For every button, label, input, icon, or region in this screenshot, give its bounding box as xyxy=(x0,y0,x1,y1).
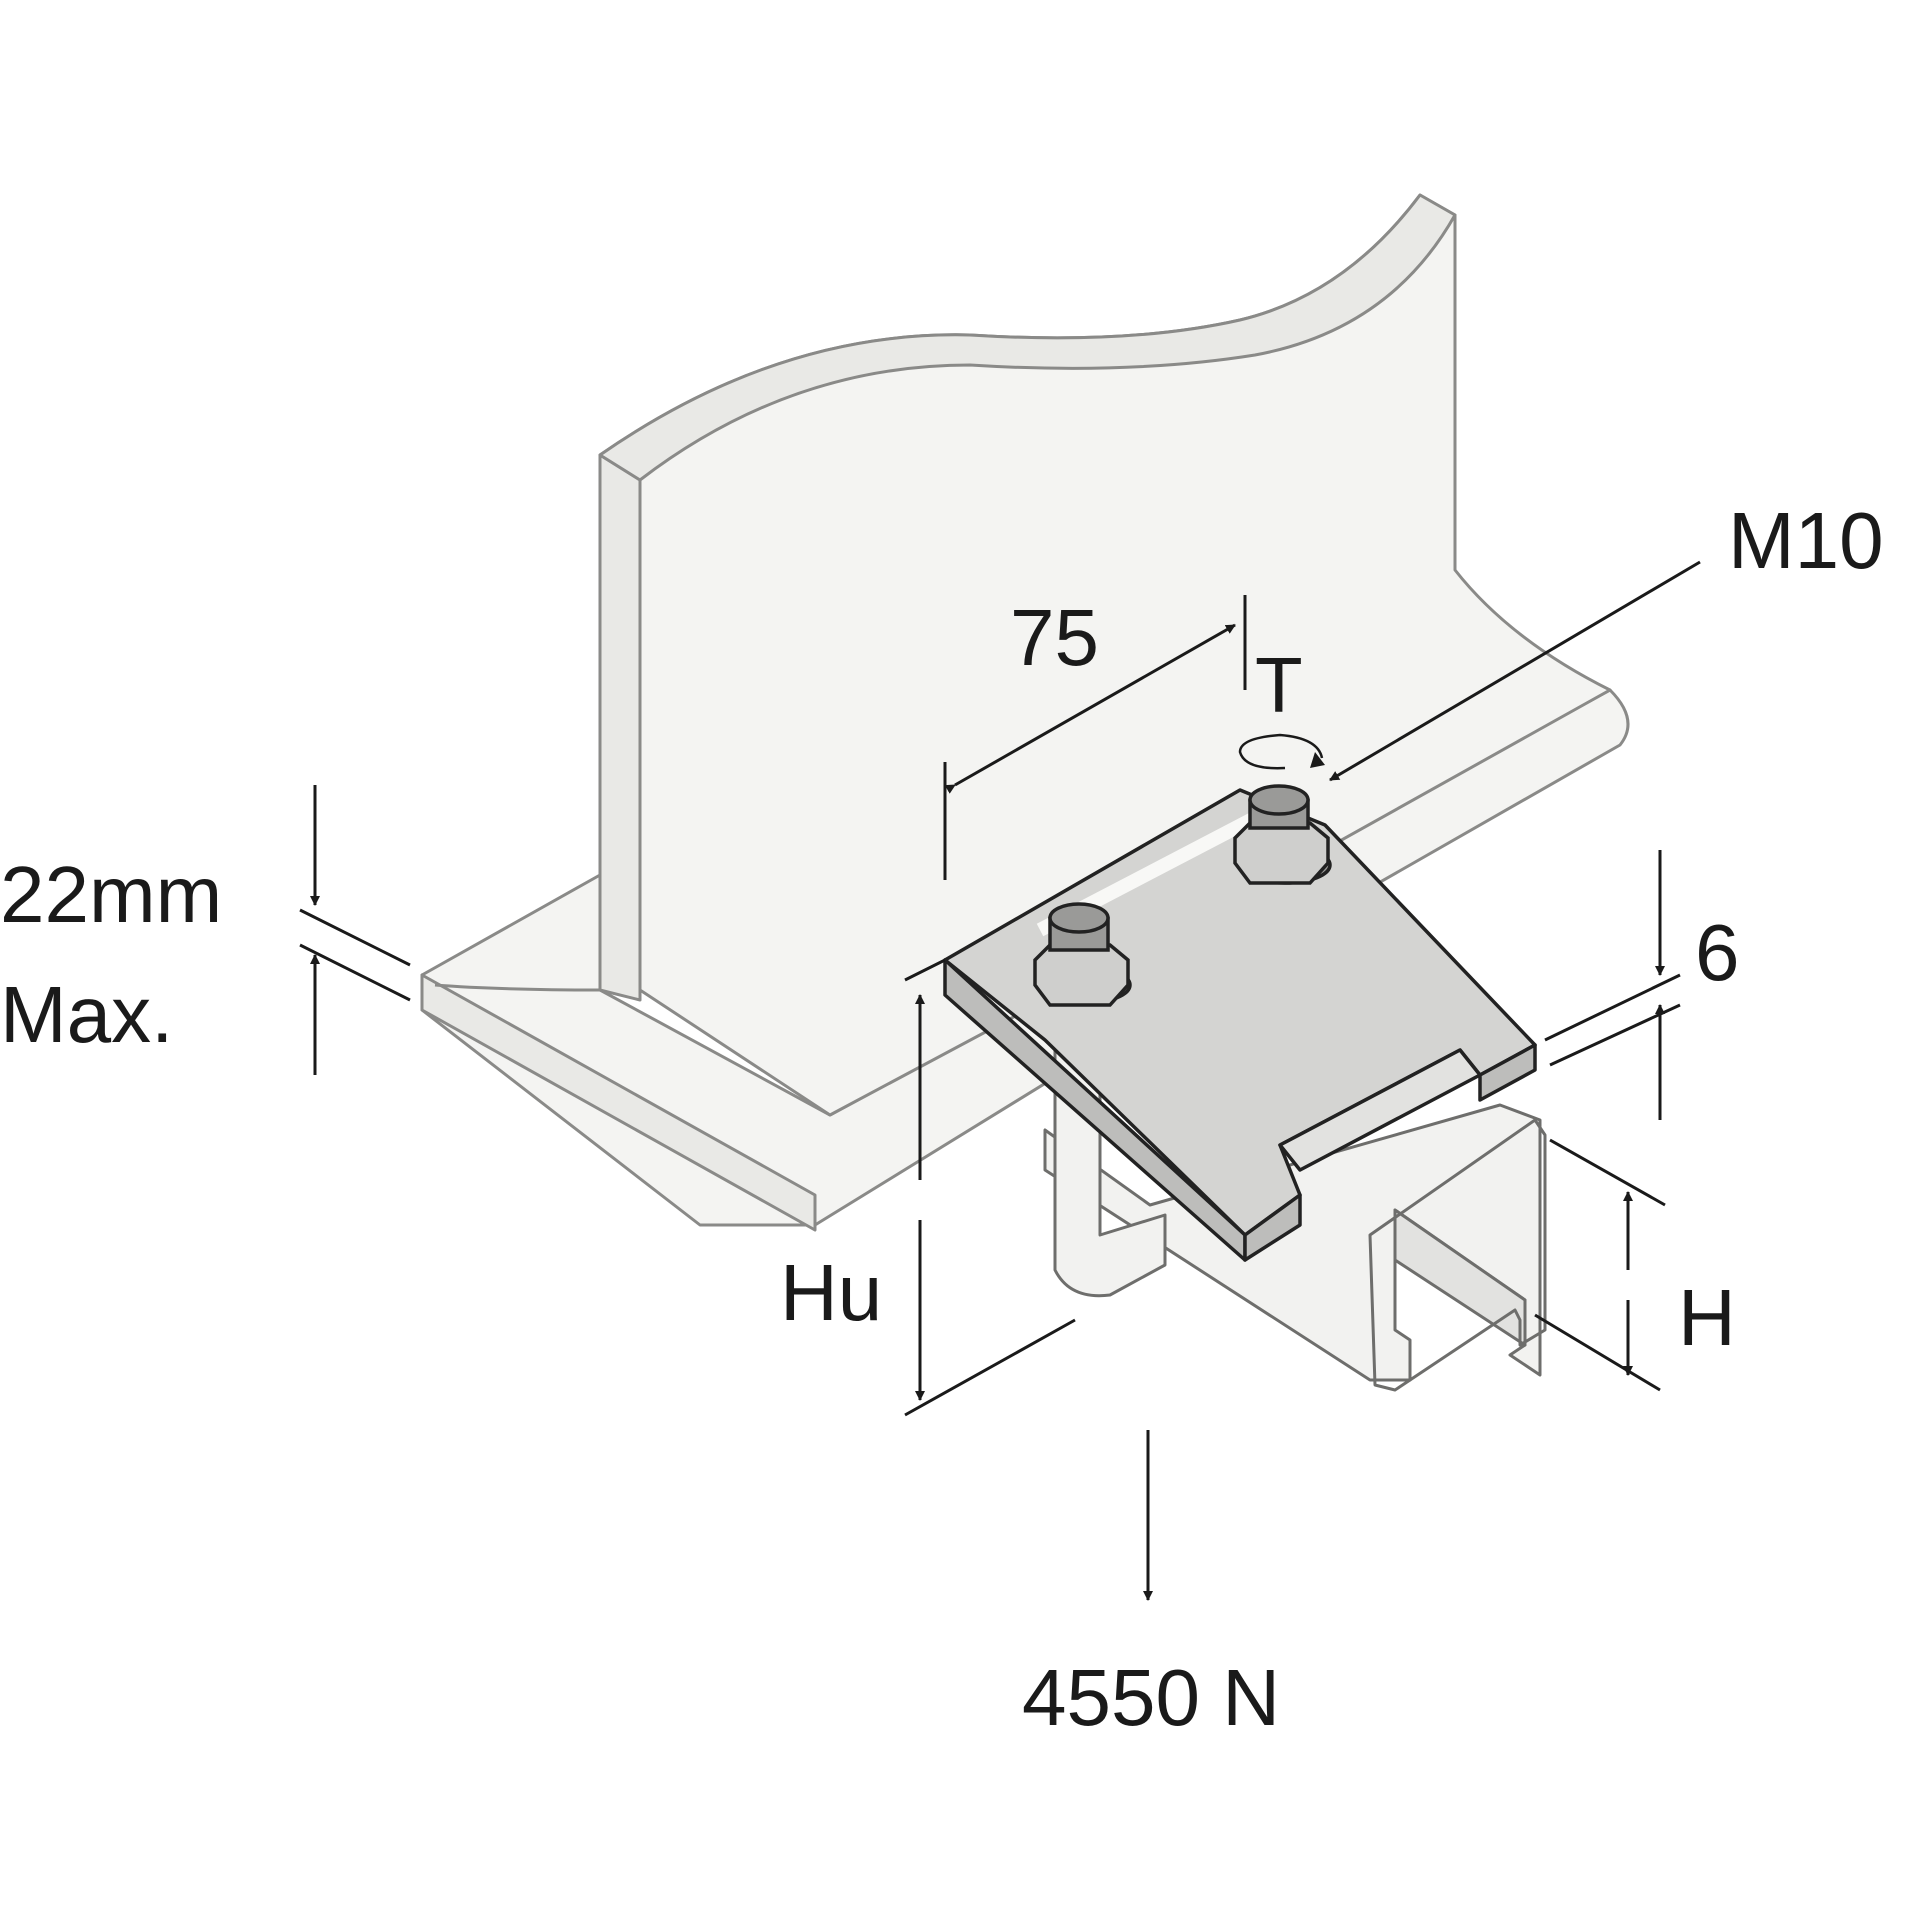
channel-inner xyxy=(1393,1208,1527,1347)
bolt-left-top xyxy=(1048,902,1110,934)
beam-flange-edge xyxy=(420,973,817,1232)
channel-front xyxy=(1368,1118,1547,1392)
beam-flange-line xyxy=(434,983,601,992)
bolt-right xyxy=(1233,784,1332,885)
bolt-right-top xyxy=(1248,784,1310,816)
plate-ext-top xyxy=(1544,973,1681,1042)
width-dim-line xyxy=(944,623,1236,794)
beam-web-top xyxy=(598,193,1457,482)
flange-thickness-label: 22mm xyxy=(0,850,222,939)
hu-ext-top xyxy=(904,958,946,982)
flange-thickness-qualifier: Max. xyxy=(0,970,173,1059)
load-label: 4550 N xyxy=(1022,1653,1280,1742)
hu-ext-bottom xyxy=(904,1318,1076,1417)
h-ext-top xyxy=(1549,1138,1666,1207)
bolt-size-leader xyxy=(1329,560,1701,782)
clamp-plate-right-edge xyxy=(1478,1043,1537,1102)
bolt-right-nut xyxy=(1233,821,1330,885)
plate-thickness-dimension xyxy=(1544,850,1681,1120)
torque-arrow xyxy=(1238,733,1325,770)
bolt-left-nut xyxy=(1033,943,1130,1007)
h-dimension xyxy=(1534,1138,1666,1392)
clamp-plate-slot-edge xyxy=(1243,1193,1302,1262)
plate-thickness-label: 6 xyxy=(1695,908,1740,997)
clamp-plate-slot-back xyxy=(1278,1048,1482,1172)
width-label: 75 xyxy=(1010,593,1099,682)
h-ext-bottom xyxy=(1534,1313,1661,1392)
hu-dimension xyxy=(904,958,1076,1417)
plate-ext-bottom xyxy=(1549,1003,1681,1067)
beam-web-edge xyxy=(598,453,642,1002)
h-label: H xyxy=(1678,1273,1736,1362)
width-dimension xyxy=(943,595,1247,880)
hu-label: Hu xyxy=(780,1248,882,1337)
bolt-left xyxy=(1033,902,1132,1007)
clamp-plate xyxy=(943,788,1537,1262)
flange-ext-top xyxy=(299,908,411,967)
flange-dimension xyxy=(299,785,411,1075)
bolt-size-label: M10 xyxy=(1728,496,1884,585)
torque-label: T xyxy=(1255,641,1303,729)
strut-channel xyxy=(1043,1103,1547,1392)
